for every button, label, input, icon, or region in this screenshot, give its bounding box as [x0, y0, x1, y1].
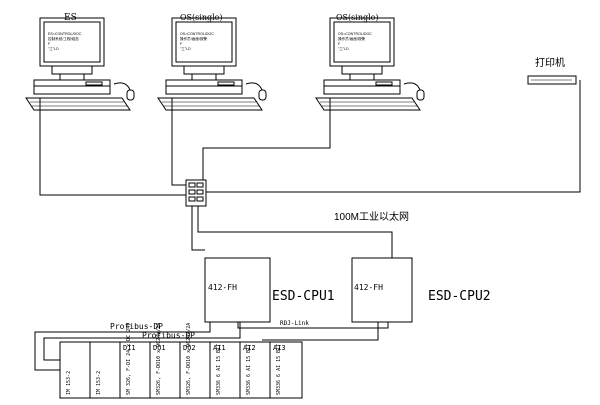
cpu1-module-label: 412-FH	[208, 283, 237, 292]
cpu2-name: ESD-CPU2	[428, 289, 491, 304]
rack-module-7-side-label: SM336 6 AI 15 BIT	[246, 344, 252, 395]
rack-module-3	[119, 341, 151, 399]
es-screen-text: ES=CONTROL/DOC 控制系统/工程/组态 F "工"LD	[48, 32, 82, 51]
profibus-label-1: Profibus-DP	[110, 322, 163, 331]
rack-module-3-top-label: DI1	[123, 344, 136, 352]
cpu1: 412-FH	[204, 257, 271, 323]
rack-module-8	[269, 341, 303, 399]
rdj-link-label: RDJ-Link	[280, 320, 309, 327]
rdj-link	[237, 322, 389, 329]
rack-module-3-side-label: SM 326, F-DI 24 x DC 24V	[126, 323, 132, 395]
os1-label: OS(single)	[180, 13, 223, 22]
os1-screen-text: OS=CONTROL/DOC 操作员/画面/报警 F "工"LD	[180, 32, 214, 51]
rack-module-6-top-label: AI1	[213, 344, 226, 352]
rack-module-7-top-label: AI2	[243, 344, 256, 352]
profibus-cables	[34, 322, 379, 371]
network-label: 100M工业以太网	[334, 210, 409, 223]
cpu2-module-label: 412-FH	[354, 283, 383, 292]
es-screen-line-4: "工"LD	[48, 47, 59, 51]
rack-module-2-side-label: IM 153-2	[96, 371, 102, 395]
os1-screen-line-3: F	[180, 42, 183, 46]
rack-module-6-side-label: SM336 6 AI 15 BIT	[216, 344, 222, 395]
os2-screen-text: OS=CONTROL/DOC 操作员/画面/报警 F "工"LD	[338, 32, 372, 51]
ethernet-cables	[39, 80, 581, 258]
rack-module-8-top-label: AI3	[273, 344, 286, 352]
rack-module-1	[59, 341, 91, 399]
os2-label: OS(single)	[336, 13, 379, 22]
rack-module-1-side-label: IM 153-2	[66, 371, 72, 395]
rack-module-5-top-label: DO2	[183, 344, 196, 352]
os1-screen-line-4: "工"LD	[180, 47, 191, 51]
rack-module-4-top-label: DO1	[153, 344, 166, 352]
printer-label: 打印机	[535, 56, 565, 69]
printer	[527, 75, 577, 85]
os2-screen-line-3: F	[338, 42, 341, 46]
rack-module-5-side-label: SM326, F-DO10 x DC24V/2A	[186, 323, 192, 395]
cpu2: 412-FH	[351, 257, 413, 323]
rack-module-7	[239, 341, 271, 399]
ethernet-switch	[185, 179, 207, 207]
os2-screen-line-4: "工"LD	[338, 47, 349, 51]
rack-module-8-side-label: SM336 6 AI 15 BIT	[276, 344, 282, 395]
os1-screen-line-1: OS=CONTROL/DOC	[180, 32, 214, 36]
os2-screen-line-1: OS=CONTROL/DOC	[338, 32, 372, 36]
rack-module-4-side-label: SM326, F-DO10 x DC24V/2A	[156, 323, 162, 395]
es-screen-line-2: 控制系统/工程/组态	[48, 36, 79, 41]
es-label: ES	[64, 13, 77, 23]
es-screen-line-1: ES=CONTROL/DOC	[48, 32, 82, 36]
rack-module-2	[89, 341, 121, 399]
profibus-label-2: Profibus-DP	[142, 331, 195, 340]
os2-screen-line-2: 操作员/画面/报警	[338, 36, 366, 41]
es-screen-line-3: F	[48, 42, 51, 46]
cpu1-name: ESD-CPU1	[272, 289, 335, 304]
os1-screen-line-2: 操作员/画面/报警	[180, 36, 208, 41]
